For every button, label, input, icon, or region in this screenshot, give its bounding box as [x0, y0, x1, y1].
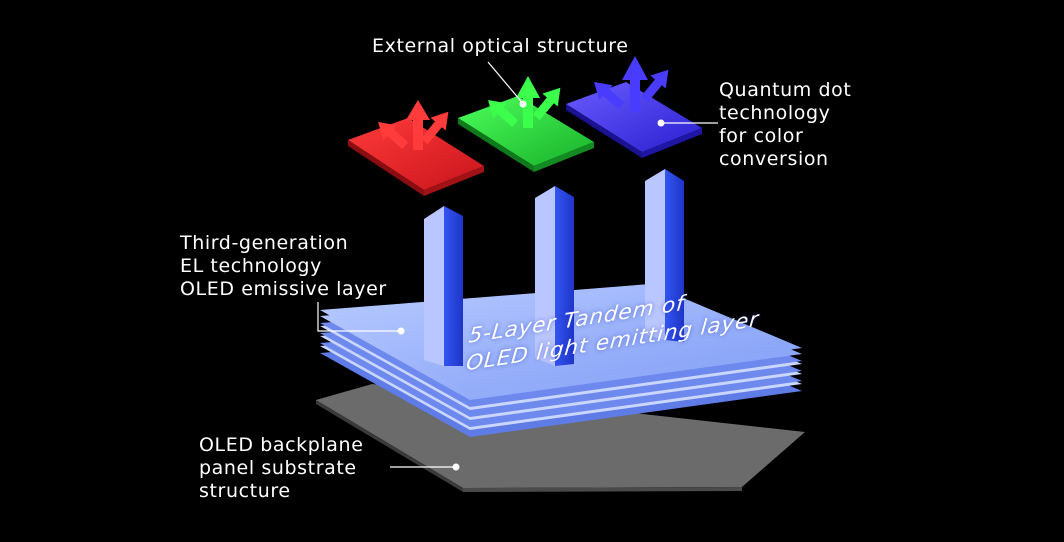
third-generation-el-label: Third-generation EL technology OLED emis… — [180, 232, 387, 300]
light-emission-arrows-icon — [488, 76, 561, 128]
third-gen-leader-line — [317, 302, 400, 332]
light-emission-arrows-icon — [378, 100, 449, 150]
red-color-block — [348, 118, 484, 196]
pillar-right — [645, 169, 684, 342]
light-emission-arrows-icon — [594, 56, 669, 112]
pillar-left — [424, 206, 463, 366]
pillar-middle — [535, 186, 574, 366]
quantum-dot-label: Quantum dot technology for color convers… — [719, 79, 852, 170]
blue-color-block — [566, 82, 702, 158]
leader-dots — [397, 100, 665, 471]
oled-backplane-label: OLED backplane panel substrate structure — [199, 434, 364, 502]
external-optical-structure-label: External optical structure — [372, 35, 629, 57]
